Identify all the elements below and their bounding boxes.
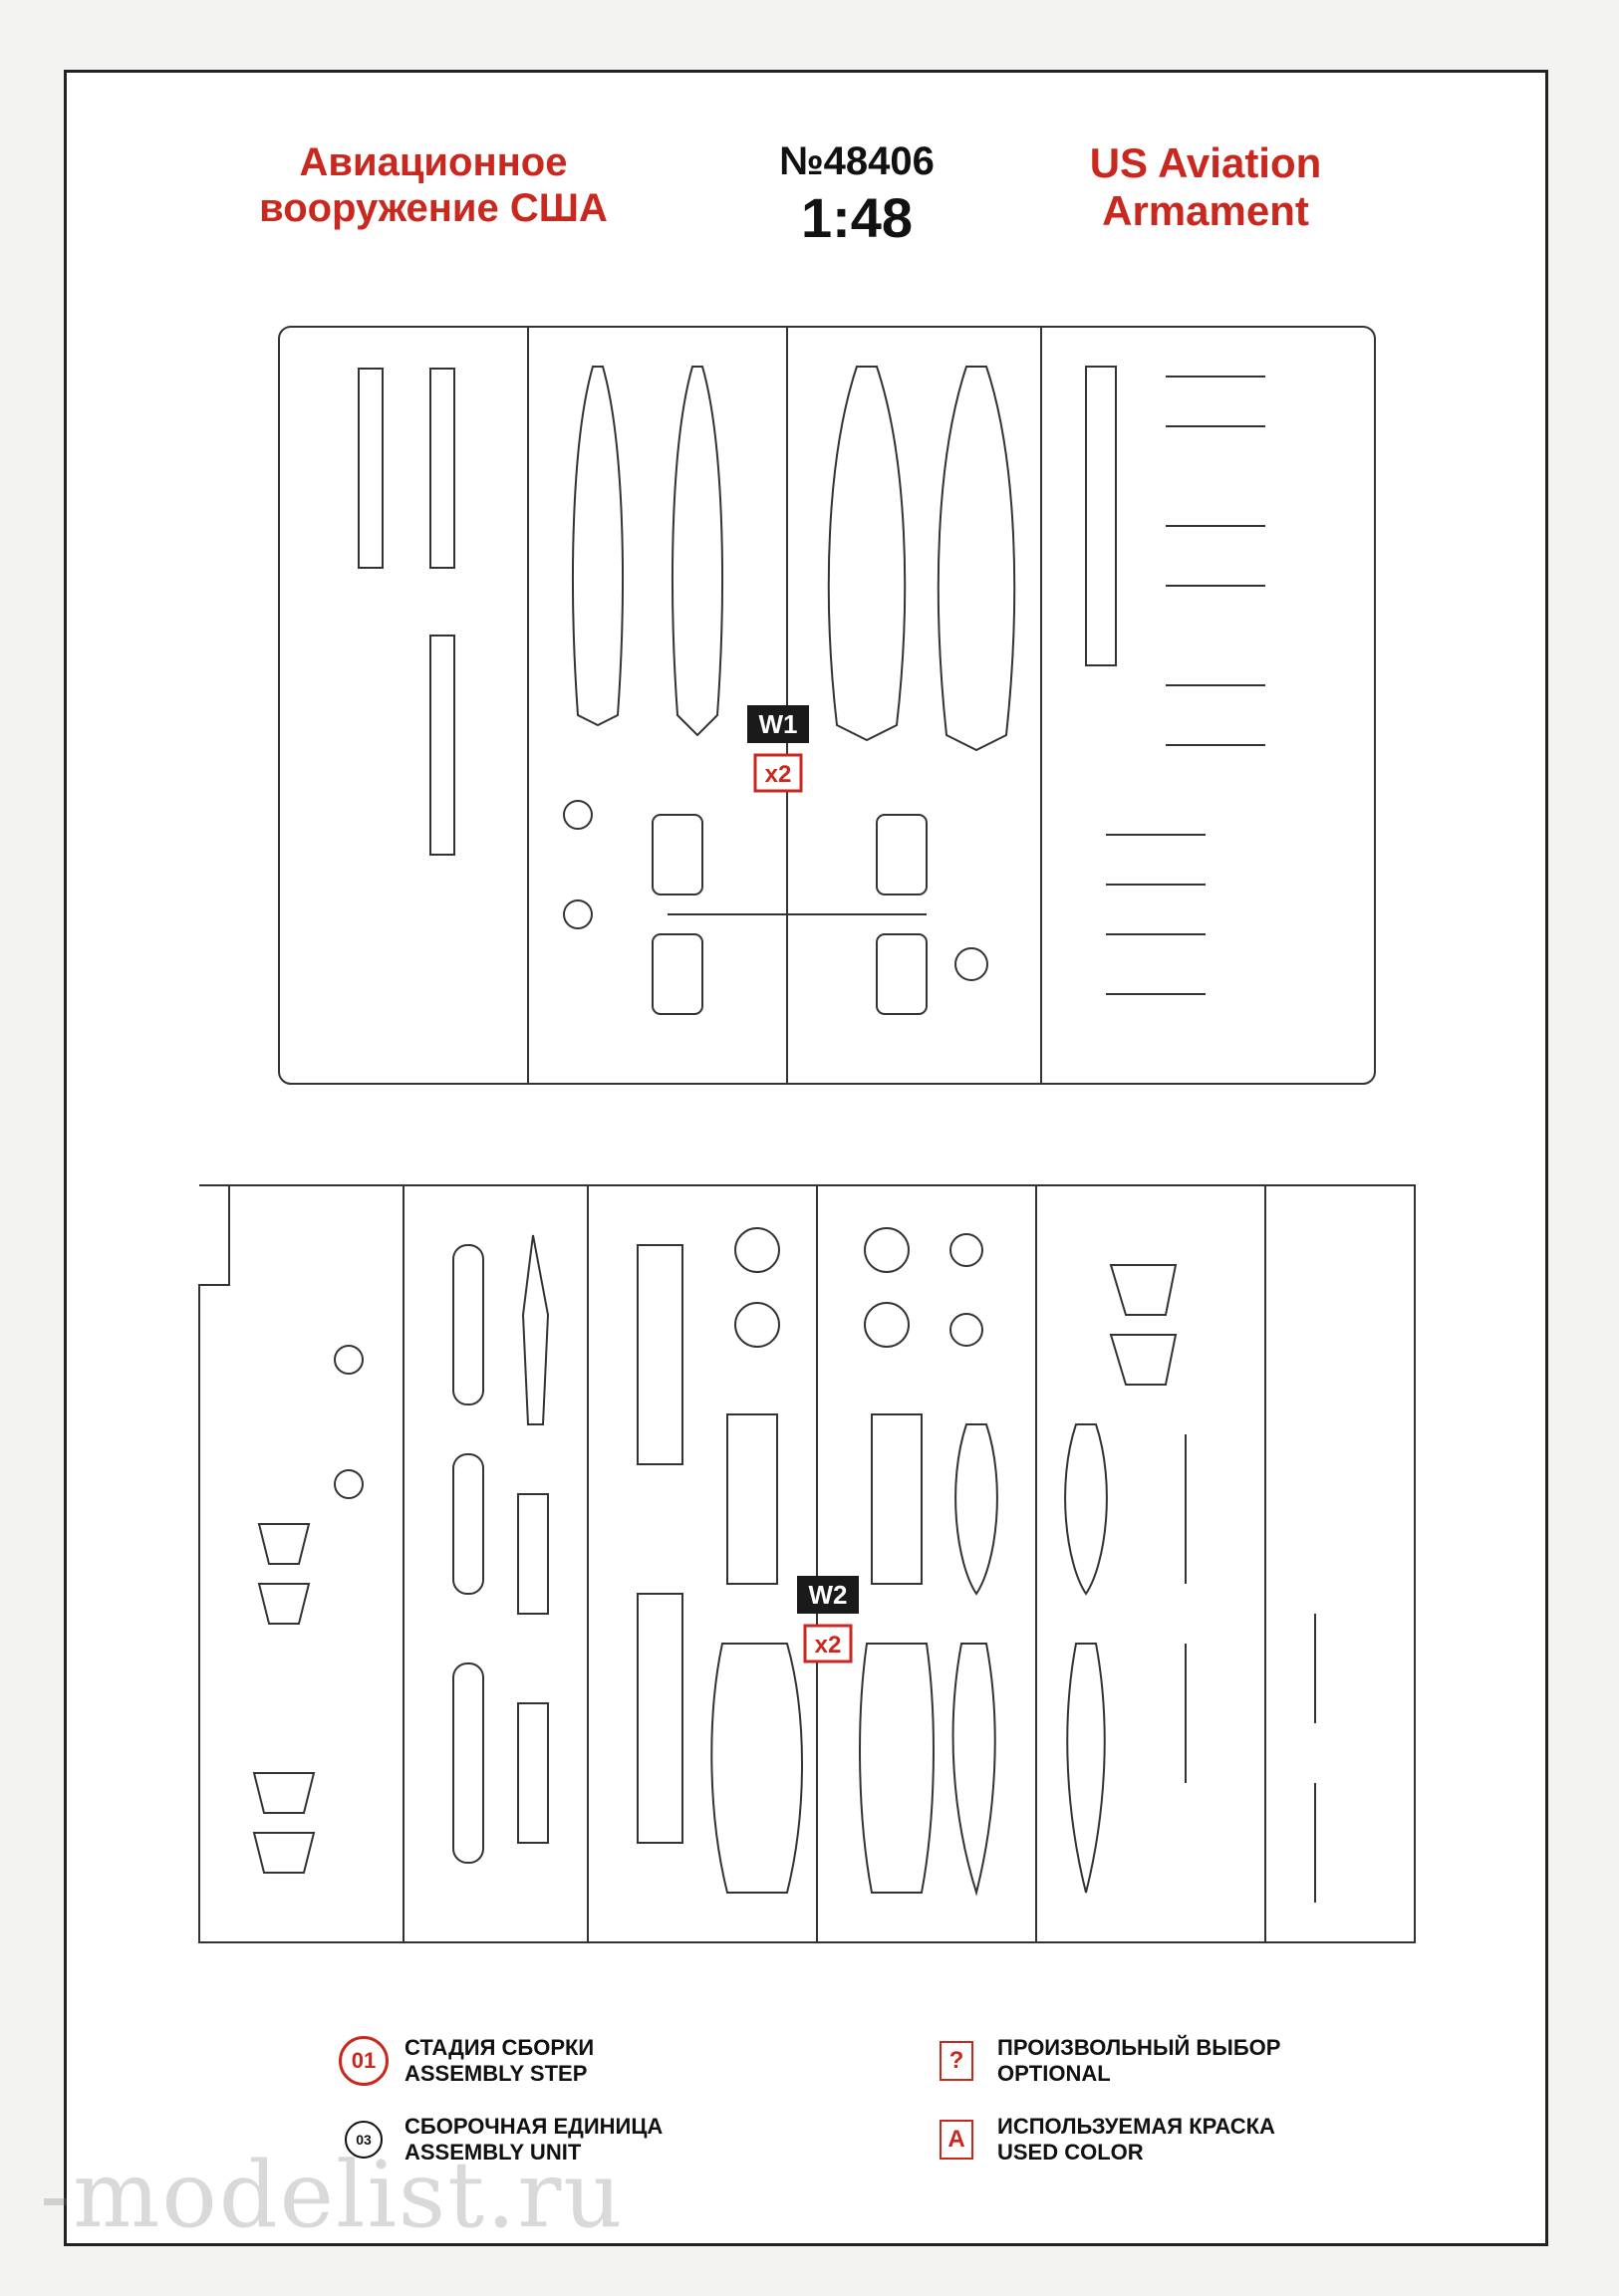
sprue-w1-diagram: W1 x2 [278, 326, 1376, 1085]
sprue-w1-label: W1 [759, 709, 798, 739]
used-color-label-en: USED COLOR [997, 2140, 1144, 2165]
kit-number: №48406 [779, 139, 935, 183]
optional-icon: ? [940, 2041, 973, 2081]
used-color-icon: A [940, 2120, 973, 2160]
assembly-unit-icon: 03 [345, 2121, 383, 2159]
assembly-unit-label-en: ASSEMBLY UNIT [405, 2140, 582, 2165]
sprue-w2-quantity: x2 [815, 1632, 842, 1658]
used-color-label-ru: ИСПОЛЬЗУЕМАЯ КРАСКА [997, 2114, 1275, 2139]
title-russian-line2: вооружение США [259, 186, 608, 230]
optional-label-ru: ПРОИЗВОЛЬНЫЙ ВЫБОР [997, 2035, 1281, 2060]
sprue-w2-diagram: W2 x2 [198, 1184, 1416, 1943]
optional-label-en: OPTIONAL [997, 2061, 1111, 2086]
kit-scale: 1:48 [800, 186, 914, 249]
title-english-line2: Armament [1102, 187, 1309, 234]
legend-assembly-unit: 03 СБОРОЧНАЯ ЕДИНИЦА ASSEMBLY UNIT [339, 2114, 663, 2166]
assembly-step-label-en: ASSEMBLY STEP [405, 2061, 588, 2086]
title-english-line1: US Aviation [1089, 139, 1322, 186]
title-russian: Авиационное вооружение США [199, 139, 668, 231]
assembly-unit-label-ru: СБОРОЧНАЯ ЕДИНИЦА [405, 2114, 664, 2139]
legend-assembly-step: 01 СТАДИЯ СБОРКИ ASSEMBLY STEP [339, 2035, 594, 2087]
assembly-step-icon: 01 [339, 2036, 389, 2086]
legend-used-color: A ИСПОЛЬЗУЕМАЯ КРАСКА USED COLOR [932, 2114, 1275, 2166]
legend-optional: ? ПРОИЗВОЛЬНЫЙ ВЫБОР OPTIONAL [932, 2035, 1280, 2087]
watermark: -modelist.ru [40, 2142, 625, 2248]
title-russian-line1: Авиационное [299, 140, 568, 184]
instruction-sheet [64, 70, 1548, 2246]
sprue-w2-label: W2 [809, 1580, 848, 1610]
sprue-w1-quantity: x2 [765, 761, 792, 788]
assembly-step-label-ru: СТАДИЯ СБОРКИ [405, 2035, 595, 2060]
title-english: US Aviation Armament [1046, 139, 1365, 235]
